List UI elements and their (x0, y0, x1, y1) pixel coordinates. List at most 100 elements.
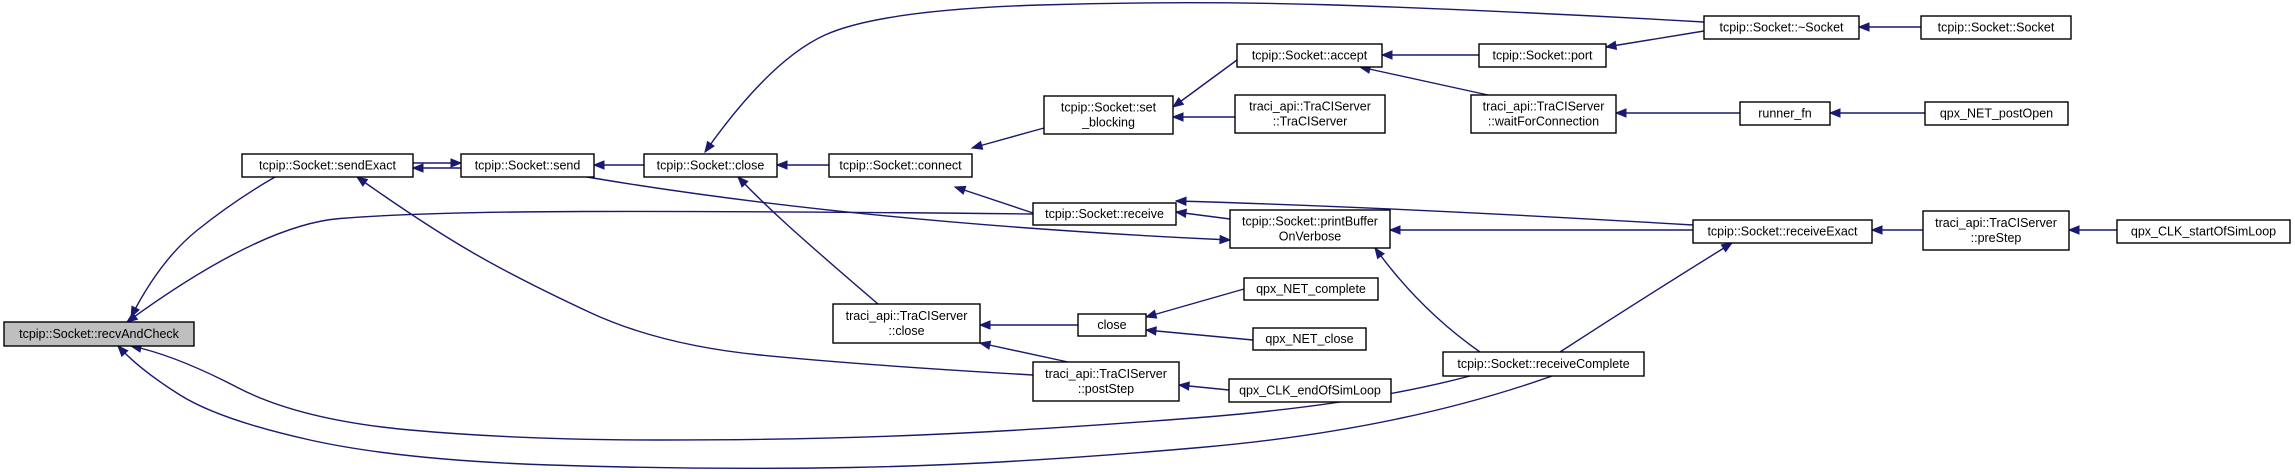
node-box[interactable] (2116, 219, 2291, 244)
node-box[interactable] (1043, 95, 1174, 135)
node-runner_fn[interactable]: runner_fn (1739, 101, 1831, 126)
node-endOfSimLoop[interactable]: qpx_CLK_endOfSimLoop (1228, 378, 1392, 403)
edge-postStep-to-traci_close (978, 340, 1069, 363)
node-dtor[interactable]: tcpip::Socket::~Socket (1703, 15, 1860, 40)
node-label: tcpip::Socket::receive (1045, 207, 1164, 221)
node-box[interactable] (1032, 361, 1180, 402)
node-box[interactable] (1478, 43, 1607, 68)
arrowhead-icon (1380, 50, 1393, 60)
edge-receive-to-recvAndCheck (125, 210, 1034, 323)
arrowhead-icon (592, 160, 605, 170)
node-label: tcpip::Socket::~Socket (1719, 21, 1844, 35)
arrowhead-icon (1144, 326, 1157, 336)
node-box[interactable] (3, 321, 195, 347)
node-box[interactable] (1229, 209, 1391, 249)
node-label: qpx_CLK_endOfSimLoop (1239, 384, 1381, 398)
node-ctor[interactable]: tcpip::Socket::Socket (1920, 15, 2072, 40)
node-box[interactable] (1739, 101, 1831, 126)
edge-line (1359, 66, 1489, 96)
arrowhead-icon (1219, 234, 1232, 245)
node-net_complete[interactable]: qpx_NET_complete (1243, 277, 1379, 301)
arrowhead-icon (704, 140, 715, 154)
edge-line (979, 342, 1069, 363)
arrowhead-icon (1614, 108, 1627, 118)
node-net_close[interactable]: qpx_NET_close (1252, 327, 1367, 351)
node-label: qpx_NET_close (1265, 332, 1353, 346)
node-box[interactable] (1243, 277, 1379, 301)
node-sendExact[interactable]: tcpip::Socket::sendExact (241, 153, 414, 178)
node-receiveComplete[interactable]: tcpip::Socket::receiveComplete (1442, 351, 1645, 377)
node-label: OnVerbose (1279, 230, 1342, 244)
node-traci_ctor[interactable]: traci_api::TraCIServer::TraCIServer (1234, 94, 1386, 134)
edge-postStep-to-sendExact (355, 176, 1034, 376)
node-box[interactable] (1236, 43, 1383, 68)
node-box[interactable] (1703, 15, 1860, 40)
node-receiveExact[interactable]: tcpip::Socket::receiveExact (1692, 219, 1873, 244)
node-label: ::close (888, 324, 924, 338)
node-box[interactable] (1252, 327, 1367, 351)
node-postOpen[interactable]: qpx_NET_postOpen (1924, 101, 2069, 126)
node-box[interactable] (1234, 94, 1386, 134)
node-box[interactable] (1924, 101, 2069, 126)
node-label: tcpip::Socket::receiveComplete (1457, 357, 1629, 371)
node-box[interactable] (643, 153, 778, 178)
arrowhead-icon (1388, 225, 1401, 235)
node-set_blocking[interactable]: tcpip::Socket::set_blocking (1043, 95, 1174, 135)
node-receive[interactable]: tcpip::Socket::receive (1032, 202, 1177, 226)
node-box[interactable] (1922, 210, 2070, 251)
node-label: _blocking (1081, 116, 1135, 130)
node-box[interactable] (1032, 202, 1177, 226)
arrowhead-icon (1720, 242, 1734, 253)
node-box[interactable] (828, 153, 973, 178)
node-recvAndCheck[interactable]: tcpip::Socket::recvAndCheck (3, 321, 195, 347)
node-close_s[interactable]: tcpip::Socket::close (643, 153, 778, 178)
node-label: tcpip::Socket::close (657, 159, 765, 173)
node-preStep[interactable]: traci_api::TraCIServer::preStep (1922, 210, 2070, 251)
arrowhead-icon (1870, 225, 1883, 235)
node-postStep[interactable]: traci_api::TraCIServer::postStep (1032, 361, 1180, 402)
edge-receiveComplete-to-receiveExact (1559, 242, 1734, 353)
edge-postOpen-to-runner_fn (1828, 108, 1925, 118)
arrowhead-icon (978, 320, 991, 330)
edge-close_fn-to-traci_close (978, 320, 1078, 330)
node-accept[interactable]: tcpip::Socket::accept (1236, 43, 1383, 68)
arrowhead-icon (117, 345, 129, 357)
edge-endOfSimLoop-to-postStep (1177, 381, 1230, 391)
arrowhead-icon (953, 185, 967, 195)
node-label: tcpip::Socket::accept (1252, 49, 1368, 63)
node-connect[interactable]: tcpip::Socket::connect (828, 153, 973, 178)
node-label: qpx_CLK_startOfSimLoop (2131, 225, 2276, 239)
node-box[interactable] (1228, 378, 1392, 403)
node-close_fn[interactable]: close (1077, 313, 1147, 337)
edge-line (586, 176, 1231, 241)
node-port[interactable]: tcpip::Socket::port (1478, 43, 1607, 68)
node-box[interactable] (460, 153, 595, 178)
node-startOfSimLoop[interactable]: qpx_CLK_startOfSimLoop (2116, 219, 2291, 244)
edge-accept-to-set_blocking (1171, 59, 1238, 108)
node-box[interactable] (1077, 313, 1147, 337)
node-box[interactable] (1442, 351, 1645, 377)
node-layer: tcpip::Socket::recvAndChecktcpip::Socket… (3, 15, 2291, 403)
edge-receiveExact-to-printBuffer (1388, 225, 1693, 235)
node-label: traci_api::TraCIServer (1935, 216, 2057, 230)
node-label: tcpip::Socket::printBuffer (1242, 215, 1378, 229)
node-label: tcpip::Socket::Socket (1938, 21, 2055, 35)
node-label: traci_api::TraCIServer (846, 309, 968, 323)
node-box[interactable] (1470, 94, 1617, 134)
edge-send-to-sendExact (411, 163, 461, 173)
node-traci_close[interactable]: traci_api::TraCIServer::close (832, 303, 981, 344)
node-label: traci_api::TraCIServer (1483, 100, 1605, 114)
arrowhead-icon (450, 158, 463, 168)
arrowhead-icon (978, 340, 992, 350)
node-box[interactable] (241, 153, 414, 178)
node-box[interactable] (1692, 219, 1873, 244)
node-box[interactable] (1920, 15, 2072, 40)
edge-net_close-to-close_fn (1144, 326, 1254, 341)
node-label: tcpip::Socket::connect (839, 159, 962, 173)
node-box[interactable] (832, 303, 981, 344)
edge-line (1172, 59, 1238, 108)
arrowhead-icon (1177, 381, 1190, 391)
node-waitForConnection[interactable]: traci_api::TraCIServer::waitForConnectio… (1470, 94, 1617, 134)
node-send[interactable]: tcpip::Socket::send (460, 153, 595, 178)
